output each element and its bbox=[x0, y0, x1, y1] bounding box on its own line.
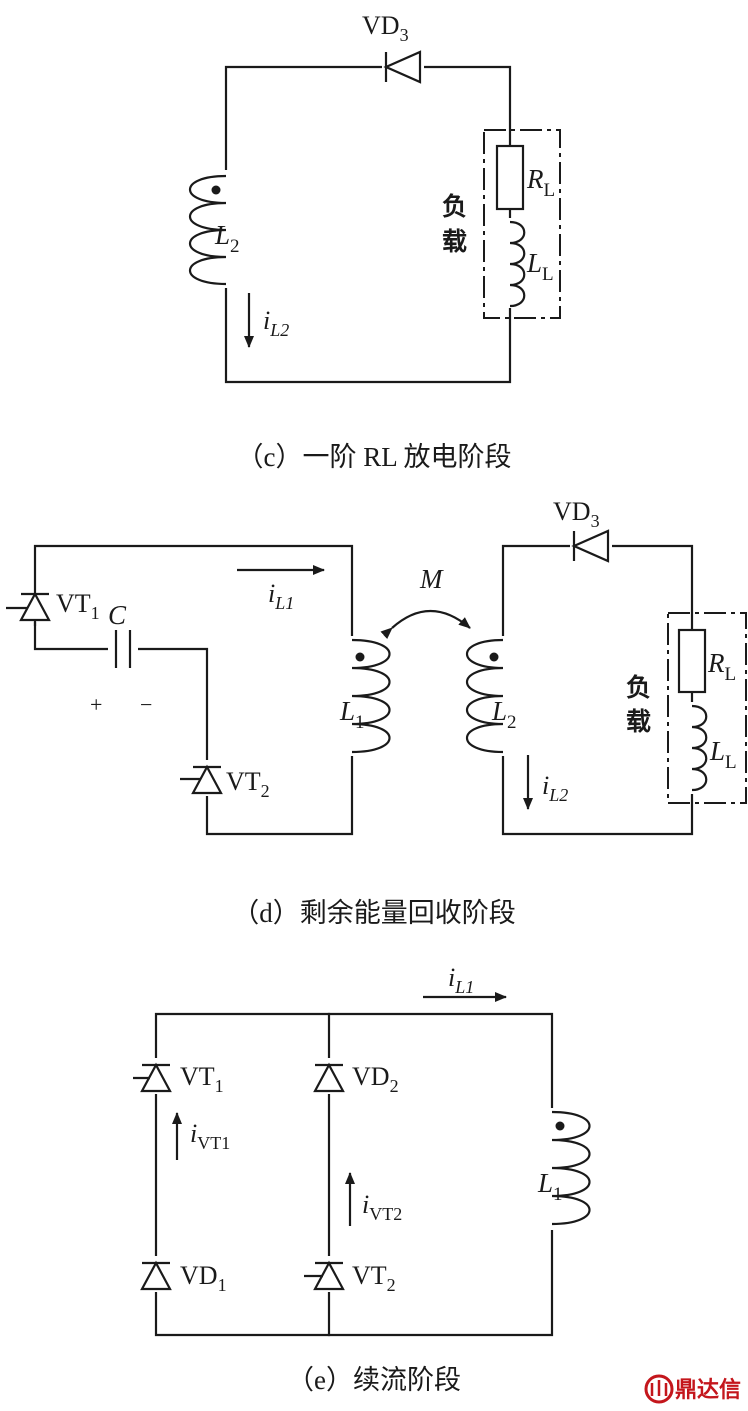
d-vt2-label: VT2 bbox=[226, 767, 270, 801]
d-capacitor-c bbox=[108, 630, 138, 668]
d-l2-label: L2 bbox=[491, 696, 517, 733]
d-thyristor-vt2 bbox=[180, 760, 224, 796]
c-inductor-ll bbox=[509, 220, 526, 308]
e-diode-vd1 bbox=[139, 1256, 173, 1292]
e-il1-label: iL1 bbox=[448, 963, 474, 997]
e-caption: （e）续流阶段 bbox=[287, 1365, 461, 1395]
e-thyristor-vt1 bbox=[133, 1058, 173, 1094]
watermark-text: 鼎达信 bbox=[675, 1377, 741, 1403]
c-l2-dot bbox=[211, 185, 221, 195]
d-resistor-rl bbox=[677, 628, 707, 694]
e-l1-label: L1 bbox=[537, 1168, 563, 1205]
e-ivt2-label: iVT2 bbox=[362, 1190, 402, 1224]
c-resistor-rl bbox=[495, 144, 525, 211]
figure-e: iL1 VT1 iVT1 VD1 VD2 iVT2 VT2 L1 （e）续流阶段 bbox=[133, 963, 598, 1395]
d-wire-left-top bbox=[33, 544, 354, 836]
d-l1-dot bbox=[355, 652, 365, 662]
e-l1-dot bbox=[555, 1121, 565, 1131]
c-vd3-label: VD3 bbox=[362, 11, 409, 45]
watermark-logo: 鼎达信 bbox=[644, 1374, 741, 1404]
e-vt1-label: VT1 bbox=[180, 1062, 224, 1096]
figure-d: VT1 C + − VT2 iL1 M L1 L2 iL2 VD3 RL LL … bbox=[6, 497, 747, 928]
e-ivt1-label: iVT1 bbox=[190, 1119, 230, 1153]
d-l1-label: L1 bbox=[339, 696, 365, 733]
c-l2-label: L2 bbox=[214, 220, 240, 257]
watermark-emblem-icon bbox=[644, 1374, 674, 1404]
d-diode-vd3 bbox=[570, 529, 612, 563]
d-minus-label: − bbox=[140, 692, 152, 717]
c-load-box bbox=[483, 129, 561, 319]
d-mutual-arc bbox=[380, 609, 471, 640]
d-caption: （d）剩余能量回收阶段 bbox=[232, 898, 516, 928]
figure-c: VD3 L2 iL2 RL LL 负 载 （c）一阶 RL 放电阶段 bbox=[180, 11, 561, 472]
c-rl-label: RL bbox=[526, 164, 555, 201]
d-plus-label: + bbox=[90, 692, 102, 717]
d-wire-right bbox=[501, 544, 694, 836]
d-load-box bbox=[667, 612, 747, 804]
e-vt2-label: VT2 bbox=[352, 1261, 396, 1295]
e-diode-vd2 bbox=[312, 1058, 346, 1094]
c-diode-vd3 bbox=[382, 50, 424, 84]
c-load-char-2: 载 bbox=[442, 227, 467, 256]
e-inductor-l1 bbox=[551, 1110, 591, 1226]
e-vd1-label: VD1 bbox=[180, 1261, 227, 1295]
d-load-char-2: 载 bbox=[626, 707, 651, 736]
d-l2-dot bbox=[489, 652, 499, 662]
d-inductor-ll bbox=[691, 704, 708, 792]
d-rl-label: RL bbox=[707, 648, 736, 685]
d-il1-label: iL1 bbox=[268, 579, 294, 613]
d-m-label: M bbox=[419, 564, 444, 594]
d-thyristor-vt1 bbox=[6, 588, 52, 626]
c-inductor-l2 bbox=[188, 174, 227, 286]
d-c-label: C bbox=[108, 600, 127, 630]
d-inductor-l1 bbox=[351, 638, 391, 754]
e-wire-outer bbox=[154, 1012, 554, 1337]
c-load-char-1: 负 bbox=[442, 192, 467, 221]
e-thyristor-vt2 bbox=[304, 1256, 346, 1292]
d-inductor-l2 bbox=[465, 638, 504, 754]
d-load-char-1: 负 bbox=[626, 673, 651, 702]
d-il2-label: iL2 bbox=[542, 771, 568, 805]
d-ll-label: LL bbox=[709, 736, 737, 773]
d-vd3-label: VD3 bbox=[553, 497, 600, 531]
c-ll-label: LL bbox=[526, 248, 554, 285]
e-vd2-label: VD2 bbox=[352, 1062, 399, 1096]
c-il2-label: iL2 bbox=[263, 306, 289, 340]
d-vt1-label: VT1 bbox=[56, 589, 100, 623]
c-caption: （c）一阶 RL 放电阶段 bbox=[237, 442, 512, 472]
